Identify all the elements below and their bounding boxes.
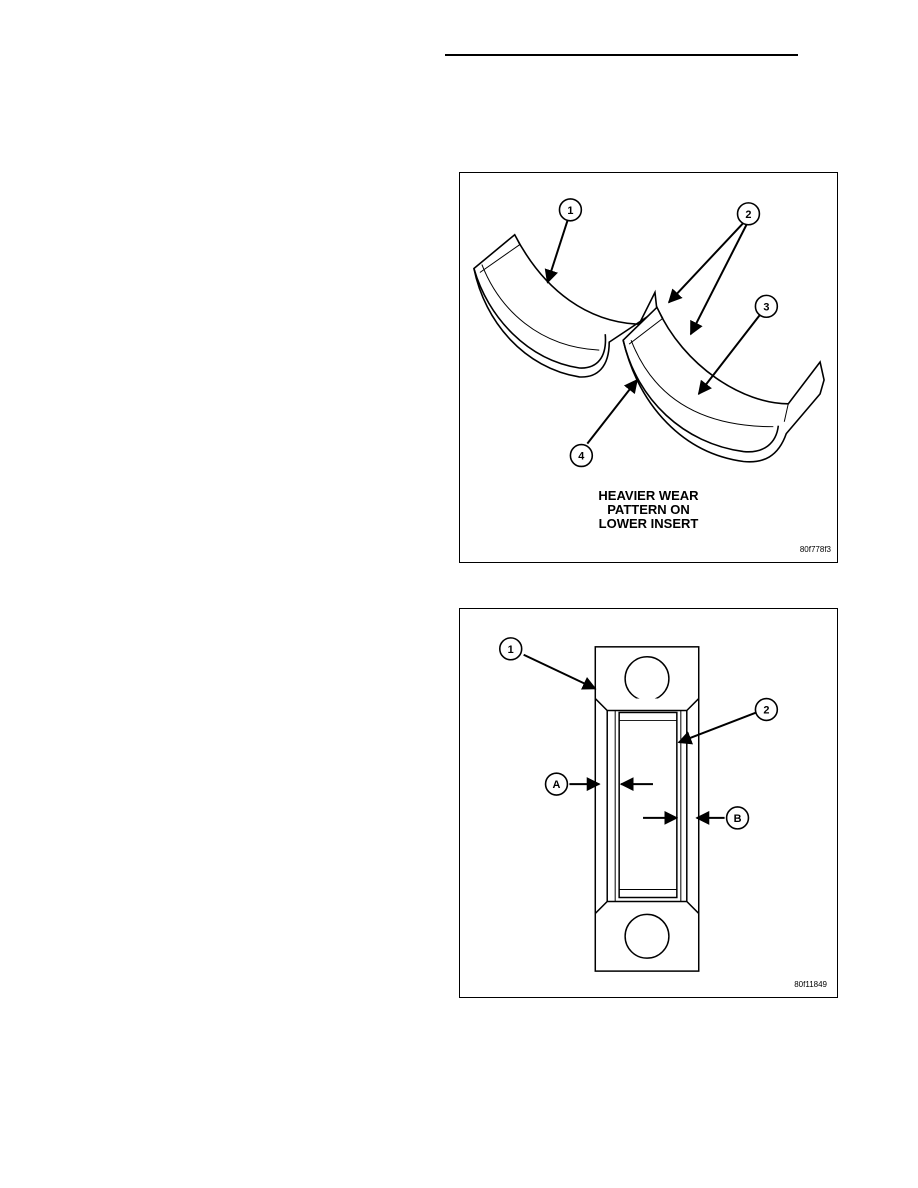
leader-3 (697, 313, 762, 395)
caption-line: PATTERN ON (607, 502, 690, 517)
callout-b: B (725, 806, 750, 830)
callout-a: A (544, 772, 569, 796)
upper-bearing-insert (473, 233, 658, 378)
leader-1 (523, 653, 597, 690)
caption-line: LOWER INSERT (598, 516, 699, 531)
leader-2 (677, 711, 757, 745)
figure-bearing-clearance: 1 2 A B 80f11849 (459, 608, 838, 998)
leader-4 (586, 378, 638, 445)
callout-3: 3 (754, 294, 779, 319)
svg-text:2: 2 (763, 704, 769, 716)
callout-2: 2 (736, 202, 761, 226)
lower-bearing-insert (622, 305, 825, 463)
bearing-cap-drawing: 1 2 A B (498, 637, 779, 972)
figure-bearing-wear: 1 2 3 4 HEAVIER WEAR PATTERN ON LOWER IN… (459, 172, 838, 563)
leader-lines (523, 653, 757, 825)
bearing-cap-body (594, 646, 700, 972)
svg-text:3: 3 (763, 301, 769, 313)
callout-2: 2 (754, 697, 779, 722)
svg-text:1: 1 (567, 205, 573, 217)
figure-caption: HEAVIER WEAR PATTERN ON LOWER INSERT (460, 489, 837, 531)
leader-lines (544, 220, 762, 445)
svg-text:2: 2 (745, 209, 751, 221)
leader-2b (689, 224, 748, 336)
caption-line: HEAVIER WEAR (598, 488, 699, 503)
bearing-shell (618, 711, 678, 899)
leader-1 (544, 220, 569, 284)
header-rule (445, 54, 798, 56)
figure-id: 80f11849 (794, 980, 827, 989)
callout-4: 4 (569, 443, 594, 468)
svg-text:4: 4 (578, 451, 585, 463)
svg-text:A: A (553, 779, 561, 791)
svg-text:1: 1 (508, 644, 514, 656)
bearing-inserts-drawing: 1 2 3 4 (473, 198, 825, 468)
leader-2a (667, 222, 745, 304)
svg-text:B: B (734, 813, 742, 825)
callout-1: 1 (558, 198, 583, 222)
figure-id: 80f778f3 (799, 545, 831, 554)
callout-1: 1 (498, 637, 523, 661)
